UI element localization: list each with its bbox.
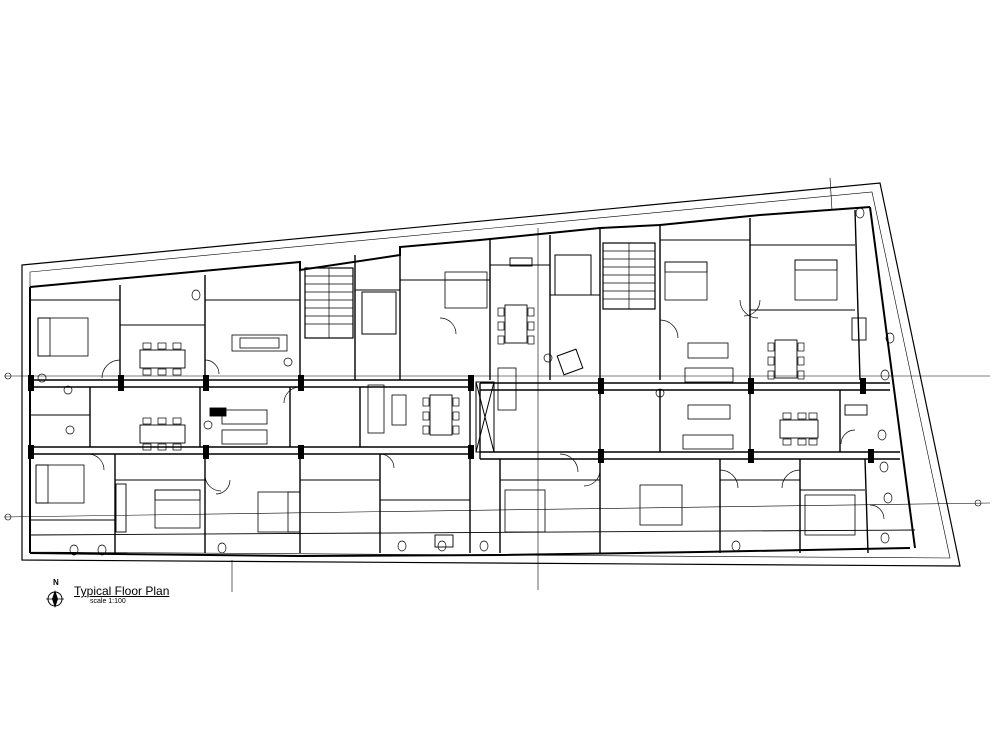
partition-walls <box>89 209 869 554</box>
grid-line <box>3 502 991 518</box>
room-divisions <box>29 239 916 536</box>
site-boundary <box>21 182 961 567</box>
plan-scale: scale 1:100 <box>90 598 126 605</box>
stair-core-right <box>602 242 656 310</box>
stair-core-left <box>304 267 354 339</box>
plan-title: Typical Floor Plan <box>74 584 170 598</box>
armchair <box>556 348 584 376</box>
dining-table <box>139 304 819 444</box>
kitchen-counter <box>115 257 868 548</box>
toilet <box>37 207 895 556</box>
door-swing <box>87 299 885 520</box>
sofa <box>221 334 734 450</box>
lift-shaft <box>361 254 592 453</box>
north-arrow-icon: N <box>44 578 66 610</box>
grid-bubble <box>4 372 982 521</box>
grid-line <box>829 177 833 211</box>
corridor-walls <box>30 379 900 460</box>
structural-column <box>28 375 874 463</box>
bed <box>35 259 856 536</box>
dining-chair <box>142 307 818 451</box>
north-label: N <box>53 578 59 587</box>
title-block: N Typical Floor Plan scale 1:100 <box>40 578 220 618</box>
